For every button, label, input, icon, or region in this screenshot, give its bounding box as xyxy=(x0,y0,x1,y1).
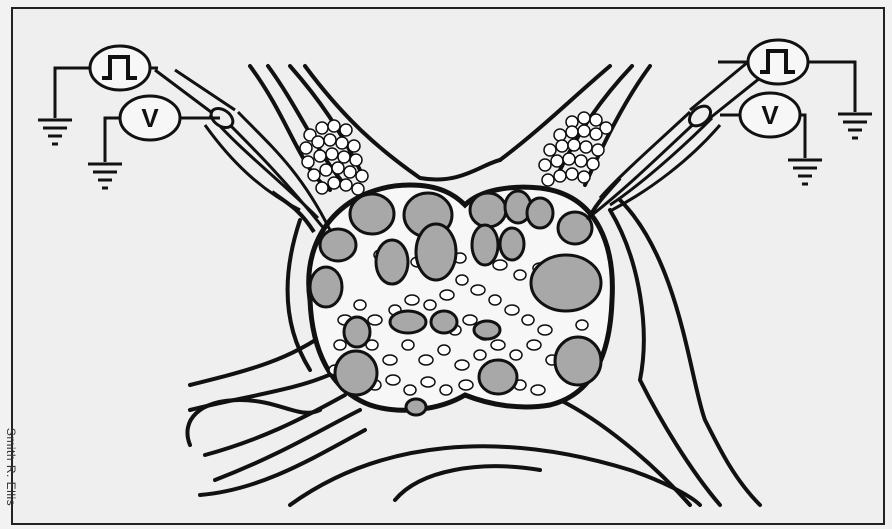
left-voltmeter-symbol: V xyxy=(141,103,159,133)
voltmeter-icon: V xyxy=(120,96,180,140)
voltmeter-icon: V xyxy=(740,93,800,137)
right-voltmeter-symbol: V xyxy=(761,100,779,130)
ganglion xyxy=(309,185,613,415)
illustrator-credit: Smith R. Ellis xyxy=(4,422,18,512)
pulse-generator-icon xyxy=(90,46,150,90)
pulse-generator-icon xyxy=(748,40,808,84)
